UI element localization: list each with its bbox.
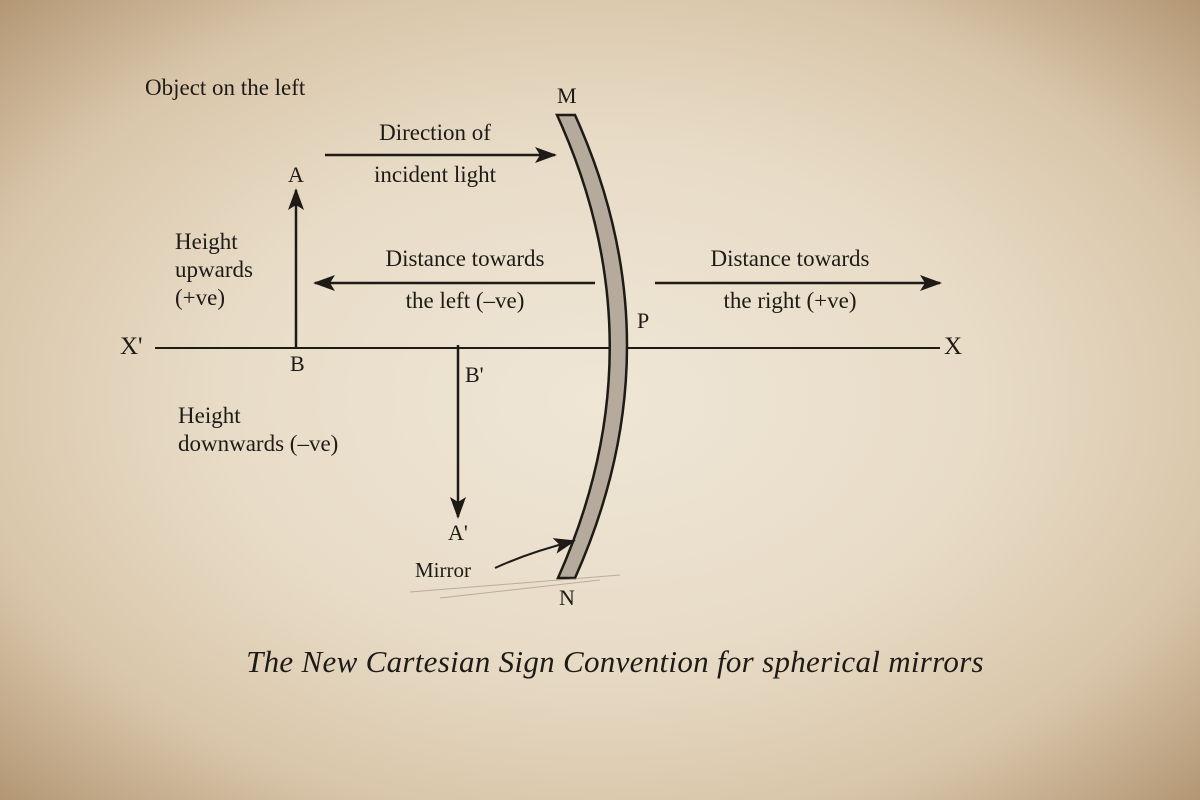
point-M: M xyxy=(557,83,577,108)
incident-label-1: Direction of xyxy=(379,120,491,145)
point-B: B xyxy=(290,351,305,376)
distance-left-label-2: the left (–ve) xyxy=(405,288,525,313)
mirror-label: Mirror xyxy=(415,558,471,582)
height-up-label-3: (+ve) xyxy=(175,285,225,310)
point-P: P xyxy=(637,308,650,333)
point-N: N xyxy=(559,585,575,610)
height-down-label-2: downwards (–ve) xyxy=(178,431,339,456)
point-X-prime: X' xyxy=(120,333,143,360)
point-B-prime: B' xyxy=(465,362,484,387)
diagram-caption: The New Cartesian Sign Convention for sp… xyxy=(246,644,984,679)
object-left-label: Object on the left xyxy=(145,75,306,100)
incident-label-2: incident light xyxy=(373,162,496,187)
mirror-shape xyxy=(555,113,629,580)
distance-right-label-1: Distance towards xyxy=(710,246,870,271)
distance-right-label-2: the right (+ve) xyxy=(723,288,857,313)
point-A-prime: A' xyxy=(448,520,468,545)
ground-shading xyxy=(409,574,621,599)
height-up-label-1: Height xyxy=(175,229,238,254)
height-down-label-1: Height xyxy=(178,403,241,428)
point-A: A xyxy=(288,162,304,187)
height-up-label-2: upwards xyxy=(175,257,253,282)
distance-left-label-1: Distance towards xyxy=(385,246,545,271)
point-X: X xyxy=(944,333,963,360)
mirror-pointer-arrow xyxy=(494,538,576,569)
